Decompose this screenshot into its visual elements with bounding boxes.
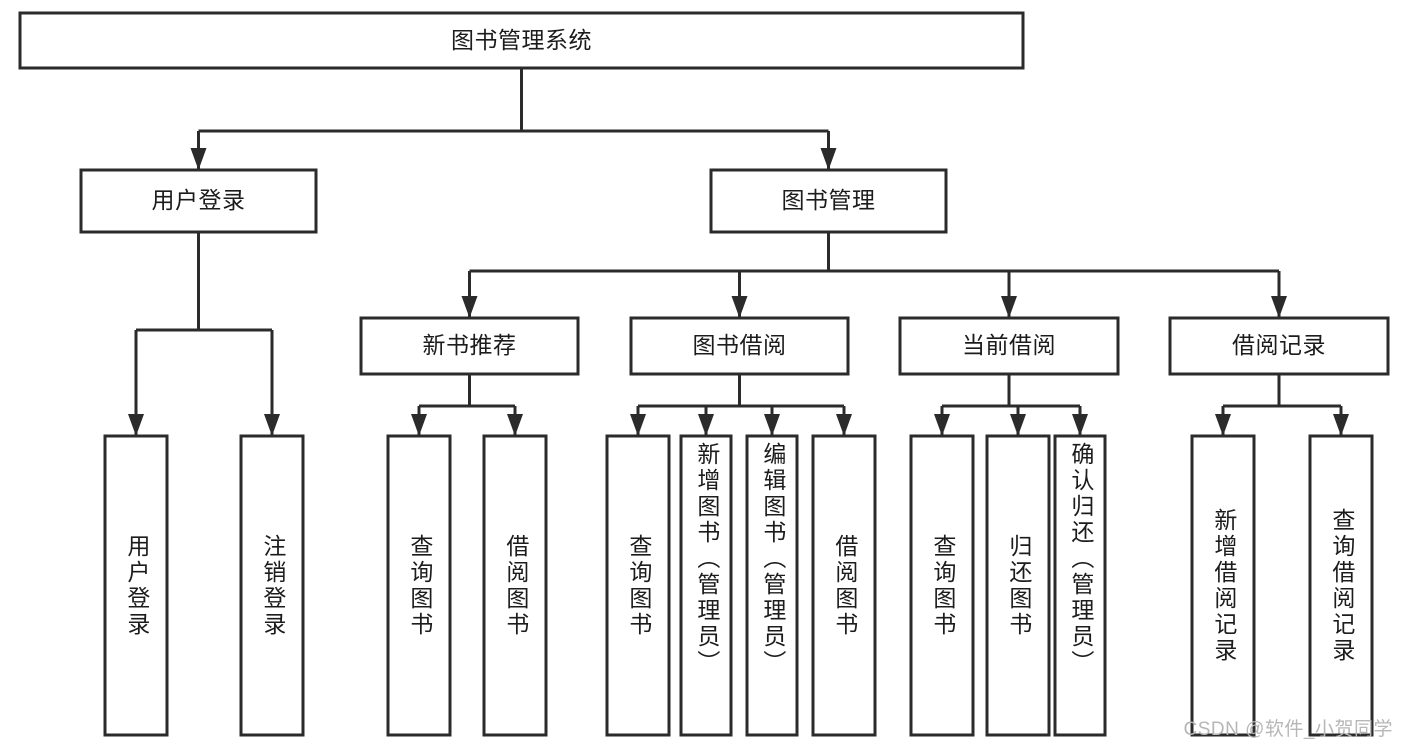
arrow-head-icon xyxy=(128,414,144,436)
arrow-head-icon xyxy=(1001,296,1017,318)
node-box-leaf-borrow-book[interactable] xyxy=(811,434,877,737)
arrow-head-icon xyxy=(1072,414,1088,436)
node-box-root[interactable] xyxy=(18,11,1025,70)
arrow-head-icon xyxy=(1333,414,1349,436)
arrow-head-icon xyxy=(1271,296,1287,318)
node-box-leaf-add-borrow-record[interactable] xyxy=(1190,434,1256,737)
csdn-watermark: CSDN @软件_小贺同学 xyxy=(1183,719,1393,740)
node-box-leaf-logout[interactable] xyxy=(239,434,305,737)
arrow-head-icon xyxy=(461,296,478,318)
arrow-head-icon xyxy=(731,296,748,318)
arrow-head-icon xyxy=(264,414,280,436)
node-box-leaf-borrow-book-recommend[interactable] xyxy=(482,434,548,737)
node-box-book-management[interactable] xyxy=(709,168,948,234)
arrow-head-icon xyxy=(190,148,207,170)
arrow-head-icon xyxy=(934,414,950,436)
arrow-head-icon xyxy=(411,414,427,436)
node-box-leaf-return-book[interactable] xyxy=(985,434,1051,737)
node-box-leaf-confirm-return-admin[interactable] xyxy=(1053,434,1107,737)
node-box-leaf-query-borrow-record[interactable] xyxy=(1308,434,1374,737)
arrow-head-icon xyxy=(836,414,852,436)
connector-layer xyxy=(128,68,1349,436)
node-box-user-login[interactable] xyxy=(79,168,318,234)
arrow-head-icon xyxy=(1215,414,1231,436)
node-box-book-borrow[interactable] xyxy=(629,316,850,376)
arrow-head-icon xyxy=(764,414,780,436)
node-box-new-book-recommend[interactable] xyxy=(359,316,580,376)
node-box-leaf-user-login[interactable] xyxy=(103,434,169,737)
node-box-leaf-add-book-admin[interactable] xyxy=(679,434,733,737)
arrow-head-icon xyxy=(507,414,523,436)
node-box-leaf-query-book-current[interactable] xyxy=(909,434,975,737)
node-box-layer xyxy=(18,11,1390,737)
node-box-leaf-query-book-recommend[interactable] xyxy=(386,434,452,737)
node-box-current-borrow[interactable] xyxy=(898,316,1120,376)
arrow-head-icon xyxy=(1010,414,1026,436)
node-box-leaf-query-book-borrow[interactable] xyxy=(605,434,671,737)
node-box-leaf-edit-book-admin[interactable] xyxy=(745,434,799,737)
arrow-head-icon xyxy=(630,414,646,436)
arrow-head-icon xyxy=(698,414,714,436)
arrow-head-icon xyxy=(820,148,837,170)
node-box-borrow-record[interactable] xyxy=(1168,316,1390,376)
